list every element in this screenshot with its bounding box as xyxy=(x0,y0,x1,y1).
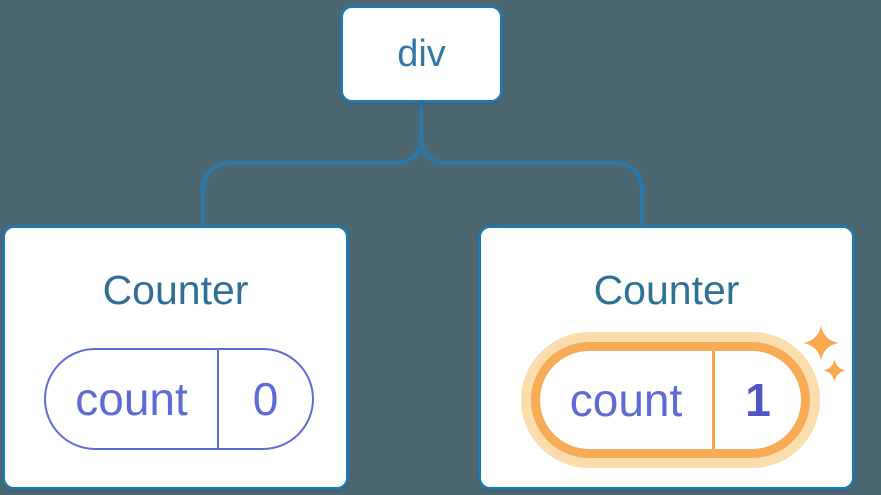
sparkle-icon xyxy=(803,325,846,382)
sparkle-icon-large xyxy=(803,325,839,361)
state-key-label: count xyxy=(75,373,188,425)
state-pill-count-0: count 0 xyxy=(44,348,314,450)
state-value: 1 xyxy=(745,374,771,426)
component-title: Counter xyxy=(593,267,740,313)
state-pill-count-1-highlighted: count 1 xyxy=(531,342,810,458)
tree-root-node-div: div xyxy=(340,5,503,103)
pill-divider xyxy=(217,350,219,448)
counter-card-left: Counter count 0 xyxy=(2,225,349,490)
root-node-label: div xyxy=(397,33,446,75)
component-title: Counter xyxy=(102,267,249,313)
counter-card-right: Counter count 1 xyxy=(478,225,855,490)
sparkle-icon-small xyxy=(823,359,846,382)
state-key-label: count xyxy=(569,374,683,426)
state-value: 0 xyxy=(252,373,279,425)
pill-divider xyxy=(712,351,715,449)
